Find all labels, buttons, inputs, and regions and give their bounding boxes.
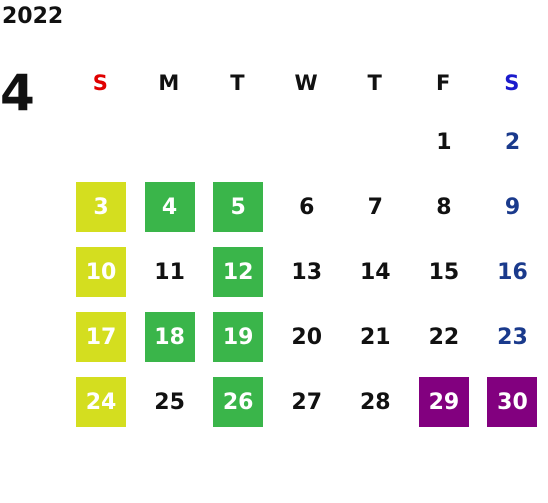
day-cell: 9 (477, 175, 546, 240)
day-cell: 28 (340, 370, 409, 435)
day-cell (203, 110, 272, 175)
weekday-label-5: F (436, 71, 451, 95)
day-26[interactable]: 26 (213, 377, 264, 427)
day-cell: 10 (66, 240, 135, 305)
day-cell: 16 (477, 240, 546, 305)
week-row: 24 25 26 27 28 29 30 (66, 370, 546, 435)
day-cell: 1 (409, 110, 478, 175)
weekday-label-saturday: S (504, 71, 520, 95)
day-cell: 11 (135, 240, 204, 305)
day-15[interactable]: 15 (428, 259, 460, 285)
day-cell (340, 110, 409, 175)
day-cell: 30 (477, 370, 546, 435)
day-cell: 2 (477, 110, 546, 175)
weekday-label-1: M (158, 71, 180, 95)
month-number: 4 (0, 64, 35, 122)
day-cell: 21 (340, 305, 409, 370)
day-18[interactable]: 18 (144, 312, 195, 362)
day-cell: 3 (66, 175, 135, 240)
day-7[interactable]: 7 (367, 194, 383, 220)
day-30[interactable]: 30 (487, 377, 538, 427)
week-row: 17 18 19 20 21 22 23 (66, 305, 546, 370)
weekday-cell: T (340, 56, 409, 110)
weekday-cell: M (135, 56, 204, 110)
day-10[interactable]: 10 (76, 247, 126, 297)
day-cell (66, 110, 135, 175)
day-cell: 18 (135, 305, 204, 370)
day-cell: 19 (203, 305, 272, 370)
day-cell: 6 (272, 175, 341, 240)
day-cell: 7 (340, 175, 409, 240)
week-row: 10 11 12 13 14 15 16 (66, 240, 546, 305)
day-1[interactable]: 1 (436, 129, 452, 155)
day-13[interactable]: 13 (291, 259, 323, 285)
day-cell: 17 (66, 305, 135, 370)
year-label: 2022 (2, 4, 64, 29)
day-3[interactable]: 3 (76, 182, 126, 232)
weekday-label-2: T (230, 71, 245, 95)
weekday-cell: W (272, 56, 341, 110)
day-19[interactable]: 19 (213, 312, 264, 362)
day-25[interactable]: 25 (154, 389, 185, 415)
day-11[interactable]: 11 (154, 259, 185, 285)
weekday-cell: S (477, 56, 546, 110)
day-4[interactable]: 4 (144, 182, 195, 232)
weekday-label-4: T (367, 71, 382, 95)
day-cell: 12 (203, 240, 272, 305)
day-cell: 23 (477, 305, 546, 370)
day-9[interactable]: 9 (504, 194, 521, 220)
day-cell: 15 (409, 240, 478, 305)
day-8[interactable]: 8 (436, 194, 452, 220)
day-20[interactable]: 20 (291, 324, 323, 350)
day-cell: 22 (409, 305, 478, 370)
day-22[interactable]: 22 (428, 324, 460, 350)
day-12[interactable]: 12 (213, 247, 264, 297)
day-16[interactable]: 16 (497, 259, 528, 285)
day-29[interactable]: 29 (418, 377, 469, 427)
day-24[interactable]: 24 (76, 377, 126, 427)
day-cell: 20 (272, 305, 341, 370)
day-cell: 14 (340, 240, 409, 305)
day-2[interactable]: 2 (504, 129, 521, 155)
day-cell: 4 (135, 175, 204, 240)
day-14[interactable]: 14 (360, 259, 391, 285)
day-cell (135, 110, 204, 175)
day-21[interactable]: 21 (360, 324, 391, 350)
day-5[interactable]: 5 (213, 182, 264, 232)
weekday-cell: T (203, 56, 272, 110)
weekday-cell: F (409, 56, 478, 110)
day-27[interactable]: 27 (291, 389, 323, 415)
day-23[interactable]: 23 (497, 324, 528, 350)
day-cell: 24 (66, 370, 135, 435)
day-cell: 13 (272, 240, 341, 305)
day-cell (272, 110, 341, 175)
day-17[interactable]: 17 (76, 312, 126, 362)
day-cell: 27 (272, 370, 341, 435)
weekday-label-3: W (294, 71, 318, 95)
weekday-label-sunday: S (92, 71, 108, 95)
day-cell: 5 (203, 175, 272, 240)
day-cell: 25 (135, 370, 204, 435)
day-28[interactable]: 28 (360, 389, 391, 415)
day-cell: 8 (409, 175, 478, 240)
day-6[interactable]: 6 (299, 194, 315, 220)
weekday-cell: S (66, 56, 135, 110)
day-cell: 26 (203, 370, 272, 435)
day-cell: 29 (409, 370, 478, 435)
